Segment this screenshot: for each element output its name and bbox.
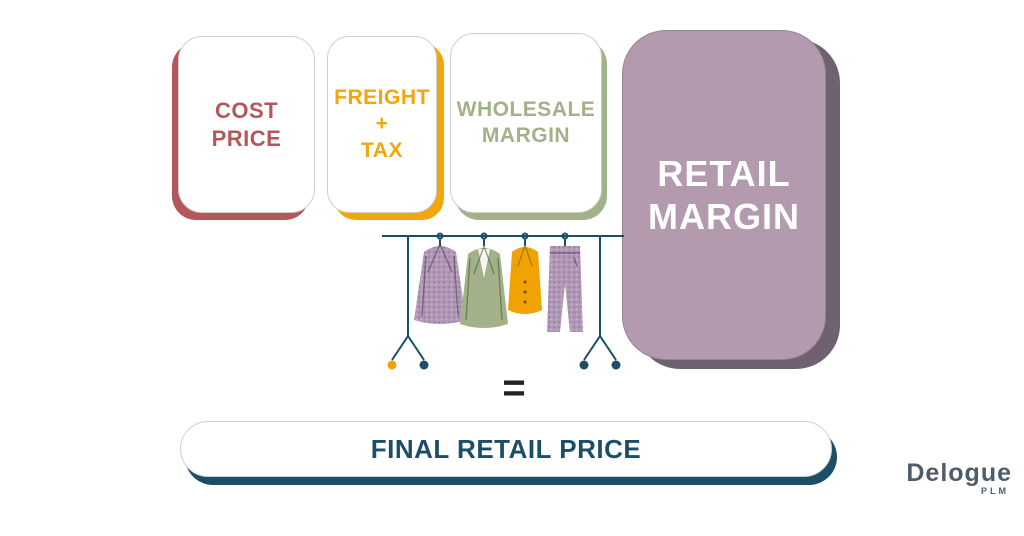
retail-margin-label: RETAIL MARGIN [648, 152, 800, 237]
caster-wheel-icon [611, 360, 621, 370]
cost-price-label: COST PRICE [211, 98, 282, 151]
card-wholesale-margin: WHOLESALE MARGIN [450, 33, 602, 213]
delogue-logo-wordmark: Delogue [906, 459, 1012, 487]
clothing-rack-illustration [378, 226, 626, 376]
card-cost-price: COST PRICE [178, 36, 315, 213]
delogue-logo-plm: PLM [981, 485, 1009, 496]
purple-pants-icon [547, 246, 583, 332]
freight-tax-label: FREIGHT + TAX [334, 86, 430, 162]
caster-wheel-icon [419, 360, 429, 370]
final-retail-price-bar: FINAL RETAIL PRICE [180, 421, 832, 477]
delogue-logo: Delogue PLM [872, 459, 1012, 496]
caster-wheel-icon [579, 360, 589, 370]
final-retail-price-label: FINAL RETAIL PRICE [370, 433, 642, 464]
rack-frame [382, 235, 624, 370]
wholesale-margin-label: WHOLESALE MARGIN [456, 97, 596, 147]
caster-wheel-icon [387, 360, 397, 370]
hanger-hooks [436, 232, 569, 246]
card-retail-margin: RETAIL MARGIN [622, 30, 826, 360]
card-freight-tax: FREIGHT + TAX [327, 36, 437, 213]
orange-vest-icon [508, 244, 542, 314]
clothing-rack-svg [382, 232, 624, 370]
equals-sign: = [502, 366, 526, 410]
green-jacket-icon [460, 245, 508, 328]
purple-jacket-icon [414, 243, 466, 324]
